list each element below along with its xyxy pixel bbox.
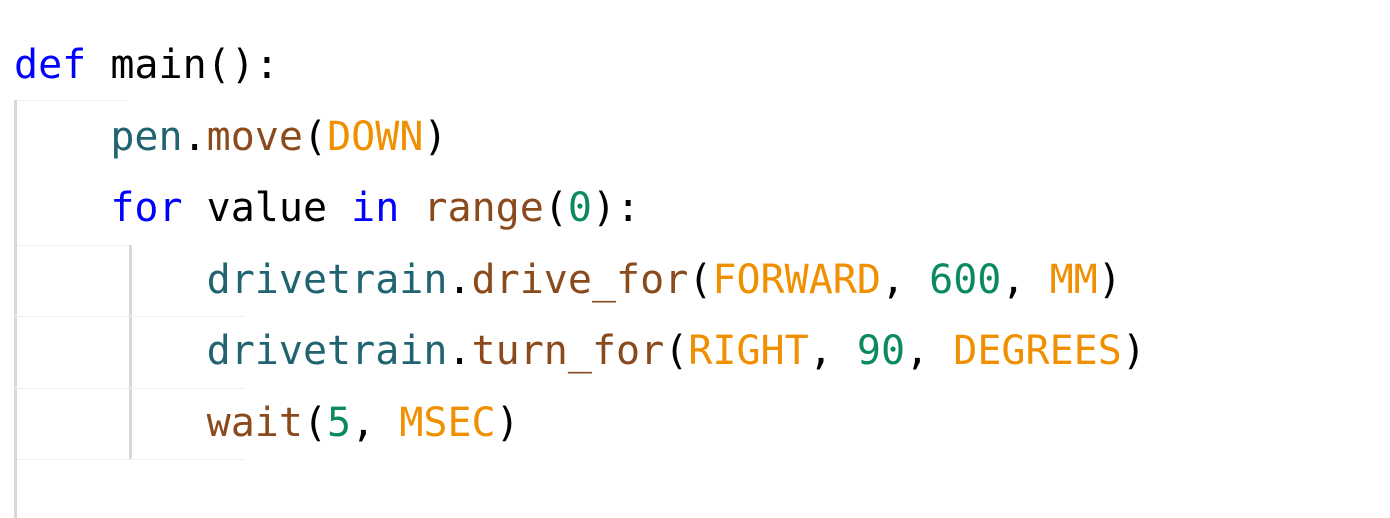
code-token: , [351,400,400,446]
indent-guide-level-2 [129,245,132,460]
code-token: wait [206,400,303,446]
code-token: ( [543,185,568,232]
code-token: DOWN [327,113,424,160]
code-token: drive_for [471,256,689,303]
code-line[interactable]: drivetrain.drive_for(FORWARD, 600, MM) [207,244,1122,316]
code-token: 0 [567,185,593,232]
code-token: main(): [86,42,279,88]
indent-row-divider [14,316,245,317]
code-token: ) [495,400,520,446]
code-line[interactable]: for value in range(0): [110,172,640,244]
code-token [399,185,423,231]
indent-guide-level-1 [14,100,17,518]
code-token: , [905,328,954,375]
code-token: FORWARD [712,256,881,303]
code-token: def [14,42,87,88]
code-token: range [423,185,544,232]
code-token: ) [1121,328,1146,375]
code-token: 5 [327,400,352,446]
code-token: drivetrain [206,256,448,303]
code-line[interactable]: wait(5, MSEC) [207,387,520,459]
code-token: ( [688,256,713,303]
code-token: MM [1049,256,1098,303]
code-token: MSEC [399,400,496,446]
code-line[interactable]: pen.move(DOWN) [110,101,447,173]
code-token: 600 [929,256,1002,303]
code-token: move [206,113,303,160]
code-token: , [880,256,930,303]
indent-row-divider [17,245,129,246]
indent-row-divider [17,459,245,460]
indent-row-divider [14,388,245,389]
code-token: for [110,185,183,232]
code-token: , [1001,256,1050,303]
code-token: 90 [856,328,906,375]
code-token: . [447,256,472,303]
code-line[interactable]: drivetrain.turn_for(RIGHT, 90, DEGREES) [207,315,1146,387]
code-token: turn_for [471,328,665,375]
code-token: pen [110,113,183,160]
code-token: . [182,113,207,160]
code-token: ( [664,328,689,375]
code-token: in [351,185,400,232]
code-token: , [808,328,857,375]
indent-row-divider [17,100,127,101]
code-token: DEGREES [953,328,1122,375]
code-token: ): [592,185,641,232]
code-token: . [447,328,472,375]
code-token: drivetrain [206,328,448,375]
code-line[interactable]: def main(): [14,29,279,101]
code-token: ( [302,400,328,446]
code-token: ( [302,113,328,160]
code-token: ) [423,113,448,160]
code-token: value [182,185,352,232]
code-token: RIGHT [688,328,809,375]
code-token: ) [1097,256,1122,303]
